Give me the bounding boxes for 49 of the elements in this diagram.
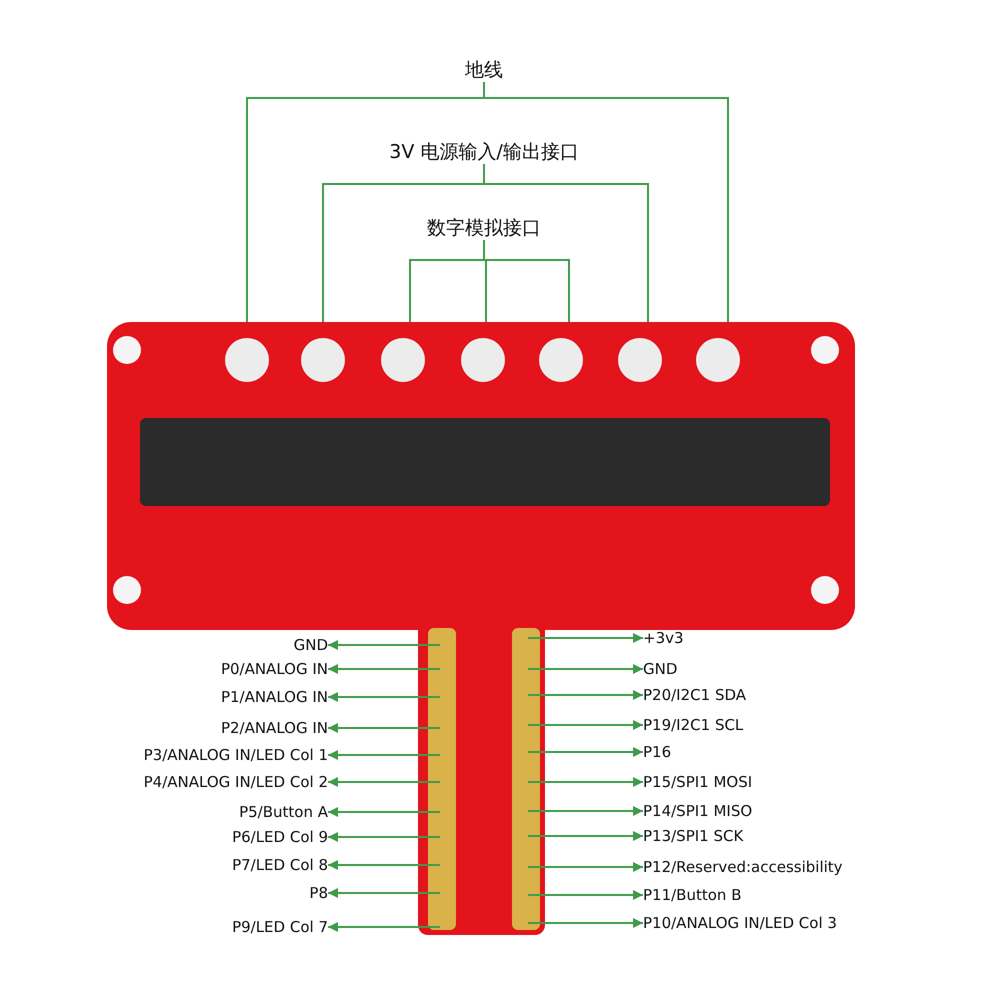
pin-label: P12/Reserved:accessibility	[643, 857, 843, 877]
pin-label: P4/ANALOG IN/LED Col 2	[144, 772, 328, 792]
pin-label: GND	[643, 659, 678, 679]
arrow	[328, 664, 440, 674]
pin-label: GND	[294, 635, 328, 655]
arrow	[528, 862, 643, 872]
arrow	[328, 888, 440, 898]
pin-label: P10/ANALOG IN/LED Col 3	[643, 913, 837, 933]
pin-label: P20/I2C1 SDA	[643, 685, 746, 705]
arrow	[328, 832, 440, 842]
pin-label: P14/SPI1 MISO	[643, 801, 752, 821]
pin-label: P11/Button B	[643, 885, 742, 905]
arrow	[528, 831, 643, 841]
arrow	[328, 640, 440, 650]
leader-line	[483, 82, 729, 322]
pin-label: P8	[309, 883, 328, 903]
arrow	[328, 723, 440, 733]
pin-label: P6/LED Col 9	[232, 827, 328, 847]
arrow	[528, 690, 643, 700]
pin-label: P7/LED Col 8	[232, 855, 328, 875]
arrow	[528, 747, 643, 757]
arrow	[328, 750, 440, 760]
leader-line	[483, 164, 649, 322]
pin-label: P2/ANALOG IN	[220, 718, 328, 738]
arrow	[328, 777, 440, 787]
arrow	[328, 860, 440, 870]
pin-label: P0/ANALOG IN	[220, 659, 328, 679]
pin-label: P3/ANALOG IN/LED Col 1	[144, 745, 328, 765]
arrow	[528, 890, 643, 900]
arrow	[528, 664, 643, 674]
pin-label: P19/I2C1 SCL	[643, 715, 744, 735]
arrow	[528, 777, 643, 787]
arrow	[328, 922, 440, 932]
annotation-text: 数字模拟接口	[427, 216, 541, 240]
pin-label: P5/Button A	[239, 802, 328, 822]
arrow	[328, 692, 440, 702]
pin-label: P1/ANALOG IN	[220, 687, 328, 707]
pin-label: +3v3	[643, 628, 684, 648]
arrow	[528, 918, 643, 928]
arrow	[528, 806, 643, 816]
arrow	[328, 807, 440, 817]
arrow	[528, 633, 643, 643]
annotation-text: 地线	[465, 58, 503, 82]
pin-label: P13/SPI1 SCK	[643, 826, 744, 846]
arrow	[528, 720, 643, 730]
pin-label: P15/SPI1 MOSI	[643, 772, 752, 792]
pin-label: P16	[643, 742, 672, 762]
annotation-text: 3V 电源输入/输出接口	[389, 140, 579, 164]
pin-label: P9/LED Col 7	[232, 917, 328, 937]
